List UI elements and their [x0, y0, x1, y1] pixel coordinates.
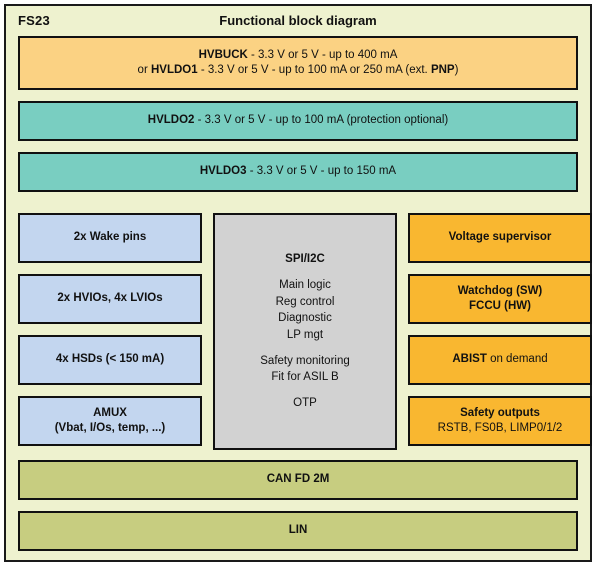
diagram-title: Functional block diagram	[219, 13, 377, 28]
safety-outputs-pins: RSTB, FS0B, LIMP0/1/2	[437, 422, 563, 434]
hvldo3-line: HVLDO3 - 3.3 V or 5 V - up to 150 mA	[200, 164, 396, 179]
hvldo1-spec: - 3.3 V or 5 V - up to 100 mA or 250 mA …	[197, 64, 431, 76]
fccu-label: FCCU (HW)	[469, 300, 531, 312]
core-safety-asil: Fit for ASIL B	[271, 371, 339, 384]
hvldo1-pnp: PNP	[430, 64, 455, 76]
hvldo2-line: HVLDO2 - 3.3 V or 5 V - up to 100 mA (pr…	[148, 113, 448, 128]
safety-column: Voltage supervisor Watchdog (SW) FCCU (H…	[408, 213, 592, 450]
core-memory-otp: OTP	[293, 397, 317, 410]
hvldo1-prefix: or	[137, 64, 151, 76]
hvldo3-spec: - 3.3 V or 5 V - up to 150 mA	[246, 165, 397, 178]
core-function-lp-mgt: LP mgt	[286, 329, 324, 341]
power-supply-stack: HVBUCK - 3.3 V or 5 V - up to 400 mA or …	[18, 36, 578, 192]
core-function-main-logic: Main logic	[279, 278, 331, 291]
hvbuck-line-2: or HVLDO1 - 3.3 V or 5 V - up to 100 mA …	[138, 63, 459, 78]
hvldo3-name: HVLDO3	[199, 165, 247, 178]
diagram-header: FS23 Functional block diagram	[6, 6, 590, 36]
core-logic-text: SPI/I2C Main logic Reg control Diagnosti…	[260, 251, 350, 411]
watchdog-label: Watchdog (SW)	[457, 284, 543, 297]
block-safety-outputs: Safety outputs RSTB, FS0B, LIMP0/1/2	[408, 396, 592, 446]
core-function-reg-control: Reg control	[275, 295, 335, 308]
hvbuck-line-1: HVBUCK - 3.3 V or 5 V - up to 400 mA	[199, 48, 398, 63]
core-functions-group: Main logic Reg control Diagnostic LP mgt	[260, 277, 350, 344]
hvbuck-spec: - 3.3 V or 5 V - up to 400 mA	[247, 48, 398, 61]
core-interface: SPI/I2C	[285, 253, 325, 266]
safety-outputs-title: Safety outputs	[460, 406, 540, 419]
hsds-label: 4x HSDs (< 150 mA)	[55, 353, 165, 366]
can-fd-label: CAN FD 2M	[266, 473, 330, 486]
hvldo2-name: HVLDO2	[147, 114, 195, 127]
hvldo1-spec-end: )	[454, 64, 459, 76]
hvbuck-name: HVBUCK	[198, 48, 248, 61]
network-stack: CAN FD 2M LIN	[18, 460, 578, 551]
block-abist: ABIST on demand	[408, 335, 592, 385]
block-voltage-supervisor: Voltage supervisor	[408, 213, 592, 263]
core-safety-group: Safety monitoring Fit for ASIL B	[260, 353, 350, 386]
block-watchdog-fccu: Watchdog (SW) FCCU (HW)	[408, 274, 592, 324]
voltage-supervisor-label: Voltage supervisor	[448, 231, 552, 244]
block-wake-pins: 2x Wake pins	[18, 213, 202, 263]
core-interface-group: SPI/I2C	[260, 251, 350, 268]
block-hvldo2: HVLDO2 - 3.3 V or 5 V - up to 100 mA (pr…	[18, 101, 578, 141]
abist-label: ABIST on demand	[452, 353, 548, 366]
block-can-fd: CAN FD 2M	[18, 460, 578, 500]
lin-label: LIN	[288, 524, 308, 537]
part-number-label: FS23	[18, 13, 50, 28]
amux-detail: (Vbat, I/Os, temp, ...)	[54, 422, 166, 434]
core-safety-monitoring: Safety monitoring	[260, 354, 350, 367]
block-hvldo3: HVLDO3 - 3.3 V or 5 V - up to 150 mA	[18, 152, 578, 192]
core-function-diagnostic: Diagnostic	[278, 312, 332, 325]
block-lin: LIN	[18, 511, 578, 551]
core-memory-group: OTP	[260, 395, 350, 412]
hvldo1-name: HVLDO1	[150, 64, 198, 76]
abist-suffix: on demand	[486, 353, 548, 366]
hvios-lvios-label: 2x HVIOs, 4x LVIOs	[57, 292, 163, 305]
amux-title: AMUX	[93, 406, 127, 419]
block-amux: AMUX (Vbat, I/Os, temp, ...)	[18, 396, 202, 446]
io-column: 2x Wake pins 2x HVIOs, 4x LVIOs 4x HSDs …	[18, 213, 202, 450]
block-core-logic: SPI/I2C Main logic Reg control Diagnosti…	[213, 213, 397, 450]
wake-pins-label: 2x Wake pins	[73, 231, 147, 244]
middle-section: 2x Wake pins 2x HVIOs, 4x LVIOs 4x HSDs …	[18, 213, 592, 450]
block-hsds: 4x HSDs (< 150 mA)	[18, 335, 202, 385]
block-hvios-lvios: 2x HVIOs, 4x LVIOs	[18, 274, 202, 324]
hvldo2-spec: - 3.3 V or 5 V - up to 100 mA (protectio…	[194, 114, 449, 127]
functional-block-diagram: FS23 Functional block diagram HVBUCK - 3…	[4, 4, 592, 562]
block-hvbuck-hvldo1: HVBUCK - 3.3 V or 5 V - up to 400 mA or …	[18, 36, 578, 90]
